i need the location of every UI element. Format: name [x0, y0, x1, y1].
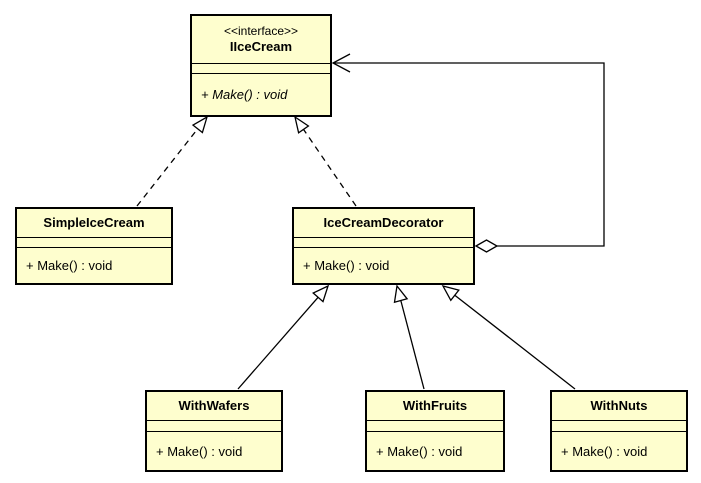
operation-label: + Make() : void [367, 431, 503, 470]
realization-icecreamdecorator-iicecream [294, 115, 357, 207]
generalization-withwafers-icecreamdecorator [237, 284, 330, 390]
class-name: WithWafers [178, 398, 250, 413]
open-arrowhead-icon [331, 53, 351, 73]
class-title: IceCreamDecorator [294, 209, 473, 237]
aggregation-diamond-icon [474, 239, 499, 253]
operation-label: + Make() : void [294, 247, 473, 283]
class-box-withwafers[interactable]: WithWafers + Make() : void [145, 390, 283, 472]
operation-label: + Make() : void [147, 431, 281, 470]
hollow-triangle-icon [191, 115, 209, 134]
operation-label: + Make() : void [17, 247, 171, 283]
class-box-withnuts[interactable]: WithNuts + Make() : void [550, 390, 688, 472]
hollow-triangle-icon [441, 284, 460, 302]
attributes-compartment [552, 420, 686, 431]
attributes-compartment [17, 237, 171, 247]
hollow-triangle-icon [312, 284, 330, 303]
operation-label: + Make() : void [552, 431, 686, 470]
class-box-icecreamdecorator[interactable]: IceCreamDecorator + Make() : void [292, 207, 475, 285]
generalization-withnuts-icecreamdecorator [441, 284, 576, 390]
operation-label: + Make() : void [192, 73, 330, 115]
class-box-withfruits[interactable]: WithFruits + Make() : void [365, 390, 505, 472]
class-title: WithWafers [147, 392, 281, 420]
class-title: SimpleIceCream [17, 209, 171, 237]
class-name: WithFruits [402, 398, 468, 413]
stereotype-label: <<interface>> [223, 24, 299, 38]
class-title: <<interface>> IIceCream [192, 16, 330, 63]
generalization-withfruits-icecreamdecorator [393, 284, 425, 390]
hollow-triangle-icon [294, 115, 310, 134]
attributes-compartment [294, 237, 473, 247]
attributes-compartment [192, 63, 330, 73]
class-name: IceCreamDecorator [323, 215, 444, 230]
class-box-simpleicecream[interactable]: SimpleIceCream + Make() : void [15, 207, 173, 285]
class-box-iicecream[interactable]: <<interface>> IIceCream + Make() : void [190, 14, 332, 117]
class-name: WithNuts [590, 398, 648, 413]
hollow-triangle-icon [393, 284, 409, 304]
attributes-compartment [147, 420, 281, 431]
class-title: WithNuts [552, 392, 686, 420]
realization-simpleicecream-iicecream [136, 115, 209, 207]
attributes-compartment [367, 420, 503, 431]
class-title: WithFruits [367, 392, 503, 420]
class-name: IIceCream [229, 39, 293, 54]
class-name: SimpleIceCream [43, 215, 145, 230]
